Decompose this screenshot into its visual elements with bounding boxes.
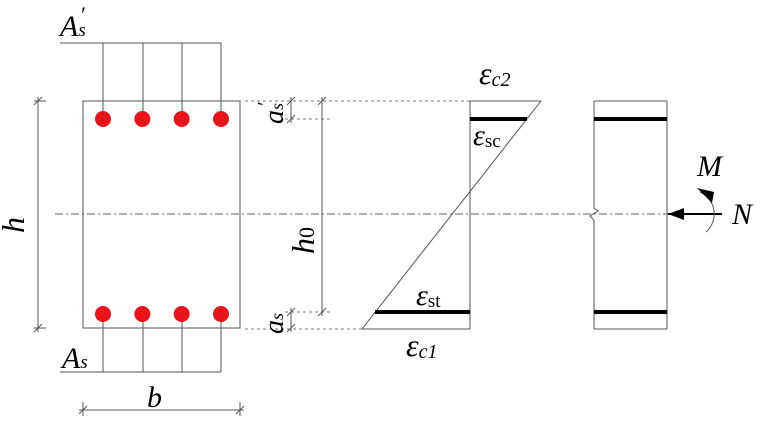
label-M: M bbox=[696, 150, 724, 183]
label-ec1: εc1 bbox=[406, 327, 438, 363]
top-rebar-2 bbox=[134, 111, 151, 127]
label-ec2: εc2 bbox=[479, 55, 511, 91]
top-rebar-1 bbox=[95, 111, 111, 127]
top-rebar-3 bbox=[173, 111, 190, 127]
as-dimensions bbox=[286, 96, 296, 333]
label-est: εst bbox=[416, 279, 441, 312]
rebars bbox=[95, 111, 229, 322]
axial-force-arrow bbox=[668, 208, 722, 220]
label-As-bottom: As bbox=[60, 342, 88, 375]
top-rebar-4 bbox=[213, 111, 229, 127]
label-N: N bbox=[731, 198, 754, 231]
bottom-rebar-1 bbox=[95, 306, 111, 322]
b-dimension bbox=[78, 402, 245, 416]
h-dimension bbox=[33, 96, 46, 333]
label-as-bottom: as bbox=[259, 313, 290, 334]
bottom-rebar-2 bbox=[134, 306, 151, 322]
label-h0: h0 bbox=[285, 227, 321, 254]
label-as-top: as′ bbox=[254, 102, 290, 124]
bottom-steel-leader bbox=[60, 314, 222, 373]
label-h: h bbox=[0, 217, 31, 233]
label-b: b bbox=[147, 381, 162, 414]
label-esc: εsc bbox=[473, 119, 501, 152]
h0-dimension bbox=[317, 96, 327, 317]
bottom-rebar-4 bbox=[213, 306, 229, 322]
top-steel-leader bbox=[60, 42, 222, 119]
strain-diagram bbox=[361, 100, 542, 330]
label-As-top: As′ bbox=[58, 2, 86, 43]
bottom-rebar-3 bbox=[173, 306, 190, 322]
stress-block bbox=[589, 100, 668, 330]
moment-arrow bbox=[697, 188, 715, 233]
